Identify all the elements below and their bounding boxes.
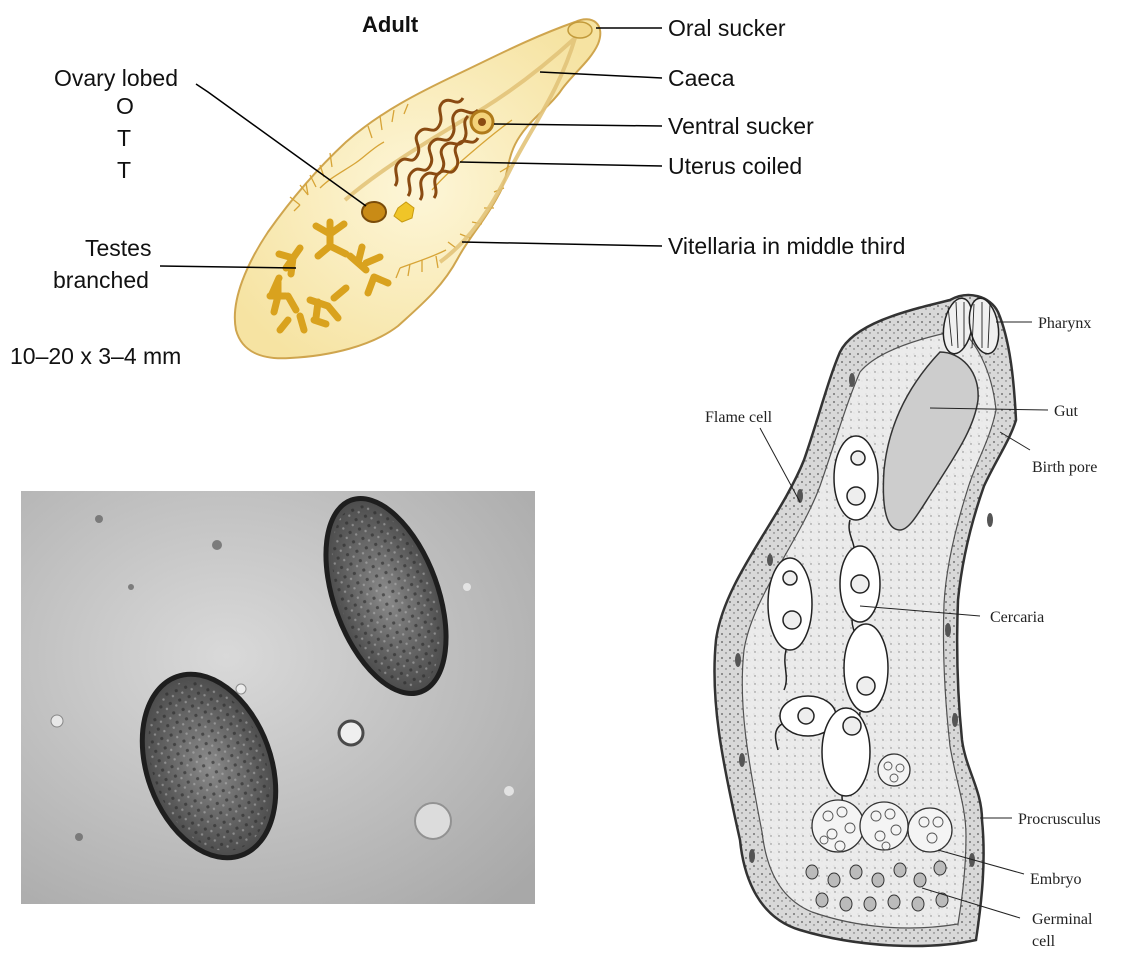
label-ott-o: O [116,93,134,119]
label-uterus: Uterus coiled [668,153,802,179]
label-ott-t2: T [117,157,131,183]
label-testes-1: Testes [85,235,151,261]
label-caeca: Caeca [668,65,735,91]
label-oral-sucker: Oral sucker [668,15,786,41]
label-testes-2: branched [53,267,149,293]
label-ott-t1: T [117,125,131,151]
label-ventral-sucker: Ventral sucker [668,113,814,139]
egg-micrograph [21,491,535,904]
size-note: 10–20 x 3–4 mm [10,343,181,369]
label-vitellaria: Vitellaria in middle third [668,233,905,259]
adult-title: Adult [362,12,419,37]
oral-sucker [568,22,592,38]
label-ovary: Ovary lobed [54,65,178,91]
adult-body [235,19,600,358]
